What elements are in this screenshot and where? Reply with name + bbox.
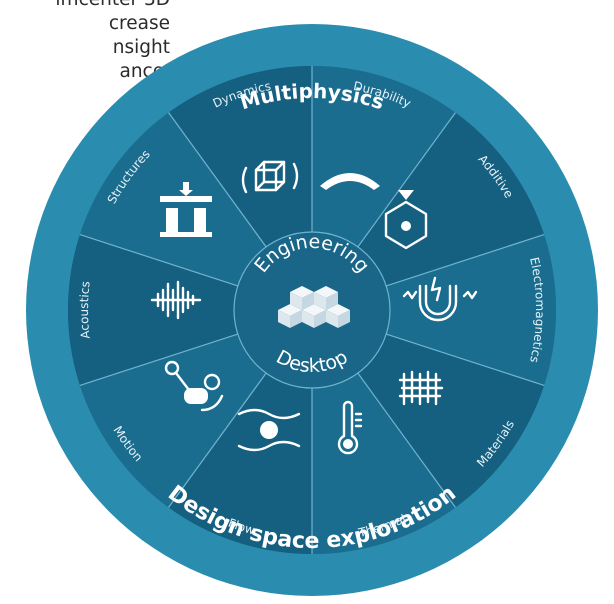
vibrating-cube-icon bbox=[241, 160, 299, 194]
magnet-icon bbox=[402, 276, 478, 322]
segment-label-text: Electromagnetics bbox=[527, 256, 547, 364]
linkage-icon bbox=[164, 360, 224, 412]
segment-divider bbox=[385, 333, 545, 386]
background-text-line: crease bbox=[108, 13, 170, 34]
segment-label: Electromagnetics bbox=[527, 256, 547, 364]
background-text-line: nsight bbox=[112, 37, 170, 58]
segment-divider bbox=[168, 112, 267, 248]
press-icon bbox=[160, 182, 212, 237]
flow-ball-icon bbox=[237, 408, 301, 452]
segment-divider bbox=[385, 234, 545, 287]
segment-divider bbox=[79, 234, 239, 287]
sector-layer bbox=[68, 66, 556, 554]
segment-divider bbox=[357, 372, 456, 508]
arch-beam-icon bbox=[320, 173, 380, 190]
segment-dynamics bbox=[168, 66, 312, 247]
segment-thermal bbox=[312, 373, 456, 554]
lattice-icon bbox=[398, 370, 444, 406]
segment-divider bbox=[357, 112, 456, 248]
divider-layer bbox=[79, 66, 545, 554]
segment-divider bbox=[79, 333, 239, 386]
segment-label: Acoustics bbox=[77, 280, 93, 339]
background-text-line: imcenter 3D bbox=[0, 0, 170, 12]
segment-divider bbox=[168, 372, 267, 508]
thermometer-icon bbox=[337, 400, 363, 455]
segment-motion bbox=[79, 334, 267, 508]
waveform-icon bbox=[150, 280, 202, 320]
segment-flow bbox=[168, 373, 312, 554]
segment-durability bbox=[312, 66, 456, 247]
segment-label-text: Acoustics bbox=[77, 280, 93, 339]
segment-additive bbox=[357, 112, 545, 286]
nozzle-icon bbox=[384, 190, 428, 250]
cubes-icon bbox=[278, 286, 350, 328]
